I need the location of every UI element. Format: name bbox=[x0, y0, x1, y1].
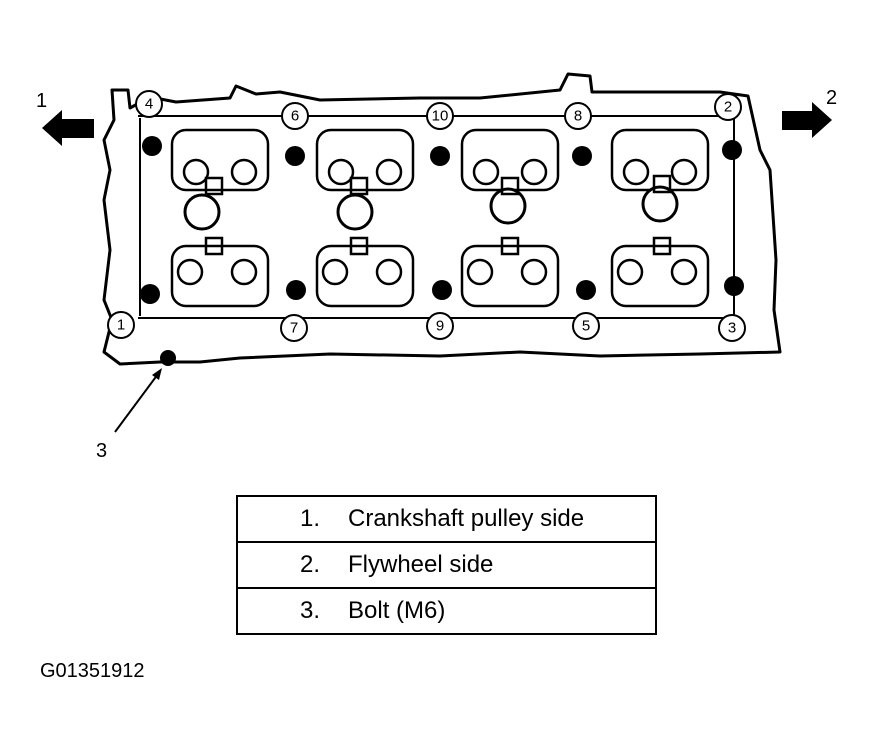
sequence-number: 9 bbox=[436, 318, 444, 335]
sequence-number: 10 bbox=[432, 108, 449, 125]
head-bolt bbox=[140, 284, 160, 304]
legend-text: Crankshaft pulley side bbox=[348, 505, 585, 532]
sequence-circle bbox=[718, 314, 746, 342]
legend-row: 2. Flywheel side bbox=[237, 541, 656, 588]
sequence-circle bbox=[426, 312, 454, 340]
head-bolt bbox=[285, 146, 305, 166]
sequence-circle bbox=[564, 102, 592, 130]
head-bolt bbox=[432, 280, 452, 300]
head-bolt bbox=[430, 146, 450, 166]
legend-number: 1. bbox=[299, 505, 320, 532]
sequence-circle bbox=[714, 93, 742, 121]
legend-table: 1. Crankshaft pulley side 2. Flywheel si… bbox=[236, 495, 657, 635]
sequence-circle bbox=[281, 102, 309, 130]
sequence-number: 1 bbox=[117, 317, 125, 334]
callout-1: 1 bbox=[36, 90, 47, 112]
sequence-number: 6 bbox=[291, 108, 299, 125]
sequence-number: 4 bbox=[145, 96, 153, 113]
crankshaft-side-arrow bbox=[42, 110, 94, 146]
legend-row: 1. Crankshaft pulley side bbox=[237, 496, 656, 542]
sequence-circle bbox=[280, 314, 308, 342]
sequence-circle bbox=[572, 312, 600, 340]
sequence-circle bbox=[107, 311, 135, 339]
callout-2: 2 bbox=[826, 87, 837, 109]
bolt-m6 bbox=[160, 350, 176, 366]
legend-number: 2. bbox=[237, 541, 320, 588]
head-bolt bbox=[576, 280, 596, 300]
head-bolt bbox=[572, 146, 592, 166]
head-bolt bbox=[722, 140, 742, 160]
sequence-circle bbox=[135, 90, 163, 118]
legend-text: Flywheel side bbox=[320, 541, 656, 588]
head-bolt bbox=[286, 280, 306, 300]
legend-number: 3. bbox=[237, 587, 320, 634]
cam-journals bbox=[170, 128, 710, 308]
head-bolt bbox=[142, 136, 162, 156]
legend-row: 3. Bolt (M6) bbox=[237, 587, 656, 634]
sequence-circle bbox=[426, 102, 454, 130]
callout-3: 3 bbox=[96, 440, 107, 462]
leader-line-bolt-m6 bbox=[114, 368, 162, 433]
flywheel-side-arrow bbox=[782, 102, 832, 138]
sequence-number: 5 bbox=[582, 318, 590, 335]
figure-code: G01351912 bbox=[40, 660, 145, 682]
sequence-number: 7 bbox=[290, 320, 298, 337]
sequence-number: 8 bbox=[574, 108, 582, 125]
sequence-number: 2 bbox=[724, 99, 732, 116]
head-bolt bbox=[724, 276, 744, 296]
head-bolts bbox=[140, 136, 744, 304]
sequence-number: 3 bbox=[728, 320, 736, 337]
legend-text: Bolt (M6) bbox=[320, 587, 656, 634]
